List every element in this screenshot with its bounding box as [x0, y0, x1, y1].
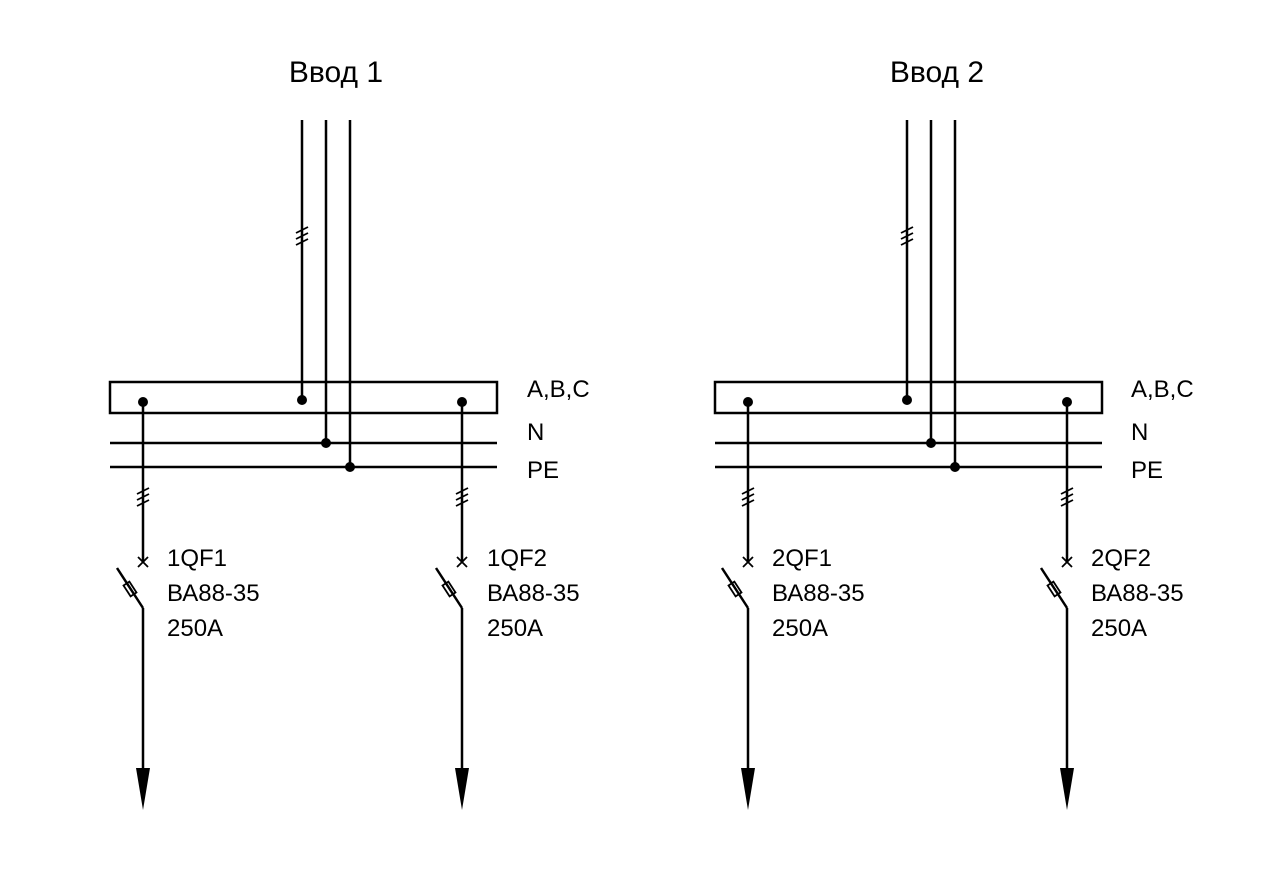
outgoing-arrow [1060, 768, 1074, 810]
breaker-id: 1QF1 [167, 545, 227, 572]
label-abc: A,B,C [527, 376, 590, 403]
breaker-rating: 250А [167, 615, 223, 642]
outgoing-arrow [455, 768, 469, 810]
circuit-breaker-symbol [720, 556, 754, 609]
junction-dot [950, 462, 960, 472]
input-1: Ввод 1 A,B,C N PE [108, 56, 590, 810]
feeder-1qf1: 1QF1 ВА88-35 250А [115, 397, 260, 810]
input-2: Ввод 2 A,B,C N PE [713, 56, 1194, 810]
circuit-breaker-symbol [434, 556, 468, 609]
outgoing-arrow [741, 768, 755, 810]
breaker-rating: 250А [1091, 615, 1147, 642]
three-phase-tick-marks [136, 487, 150, 507]
input-1-title: Ввод 1 [289, 56, 383, 89]
junction-dot [321, 438, 331, 448]
three-phase-tick-marks [900, 226, 914, 246]
label-pe: PE [527, 457, 559, 484]
breaker-id: 2QF2 [1091, 545, 1151, 572]
breaker-model: ВА88-35 [487, 580, 580, 607]
junction-dot [297, 395, 307, 405]
breaker-model: ВА88-35 [772, 580, 865, 607]
circuit-breaker-symbol [115, 556, 149, 609]
three-phase-tick-marks [295, 226, 309, 246]
input-2-title: Ввод 2 [890, 56, 984, 89]
three-phase-tick-marks [1060, 487, 1074, 507]
phase-busbar-abc [713, 380, 1104, 415]
breaker-model: ВА88-35 [1091, 580, 1184, 607]
phase-busbar-abc [108, 380, 499, 415]
feeder-2qf1: 2QF1 ВА88-35 250А [720, 397, 865, 810]
three-phase-tick-marks [741, 487, 755, 507]
outgoing-arrow [136, 768, 150, 810]
feeder-2qf2: 2QF2 ВА88-35 250А [1039, 397, 1184, 810]
breaker-model: ВА88-35 [167, 580, 260, 607]
input-2-busbars: A,B,C N PE [713, 376, 1194, 484]
label-pe: PE [1131, 457, 1163, 484]
breaker-rating: 250А [487, 615, 543, 642]
junction-dot [926, 438, 936, 448]
three-phase-tick-marks [455, 487, 469, 507]
label-n: N [527, 419, 544, 446]
label-n: N [1131, 419, 1148, 446]
label-abc: A,B,C [1131, 376, 1194, 403]
junction-dot [345, 462, 355, 472]
input-1-incoming-cable [295, 120, 352, 467]
junction-dot [902, 395, 912, 405]
input-1-busbars: A,B,C N PE [108, 376, 590, 484]
input-2-incoming-cable [900, 120, 957, 467]
feeder-1qf2: 1QF2 ВА88-35 250А [434, 397, 580, 810]
breaker-id: 2QF1 [772, 545, 832, 572]
breaker-id: 1QF2 [487, 545, 547, 572]
circuit-breaker-symbol [1039, 556, 1073, 609]
breaker-rating: 250А [772, 615, 828, 642]
